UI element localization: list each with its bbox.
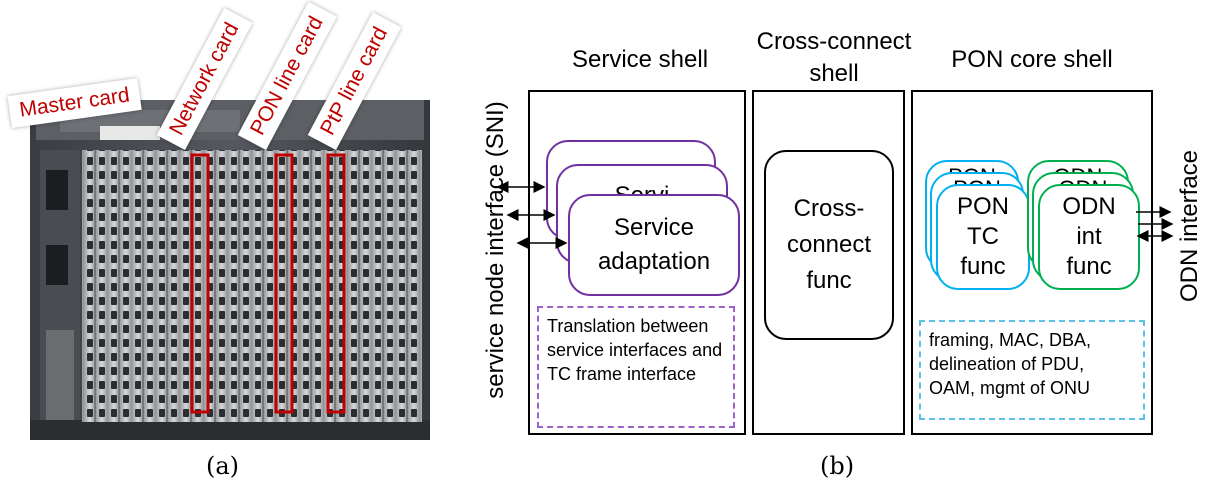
panel-b-caption: (b) [820,452,855,480]
odn-int-func-label: ODN int func [1062,193,1116,280]
olt-chassis-photo [30,100,430,440]
odn-int-func-block: ODN int func [1038,184,1140,290]
cross-connect-func-block: Cross-connect func [764,150,894,340]
odn-interface-label: ODN interface [1176,149,1203,303]
cross-connect-shell-title: Cross-connect shell [756,28,912,87]
pon-line-card-highlight [274,153,294,414]
service-shell-note: Translation between service interfaces a… [537,306,735,428]
odn-arrows [1136,206,1174,242]
pon-tc-func-block: PON TC func [936,184,1030,290]
pon-tc-func-label: PON TC func [956,193,1009,280]
cross-connect-func-label: Cross-connect func [786,195,872,294]
ptp-line-card-highlight [326,153,346,414]
panel-a-caption: (a) [206,452,240,480]
service-adaptation-block: Service adaptation [568,194,740,296]
pon-core-shell-note: framing, MAC, DBA, delineation of PDU, O… [919,320,1145,420]
network-card-highlight [190,153,210,414]
service-adaptation-label: Service adaptation [597,214,711,275]
sni-arrows [496,181,568,249]
service-shell-title: Service shell [571,46,709,73]
pon-core-shell-title: PON core shell [951,46,1113,73]
